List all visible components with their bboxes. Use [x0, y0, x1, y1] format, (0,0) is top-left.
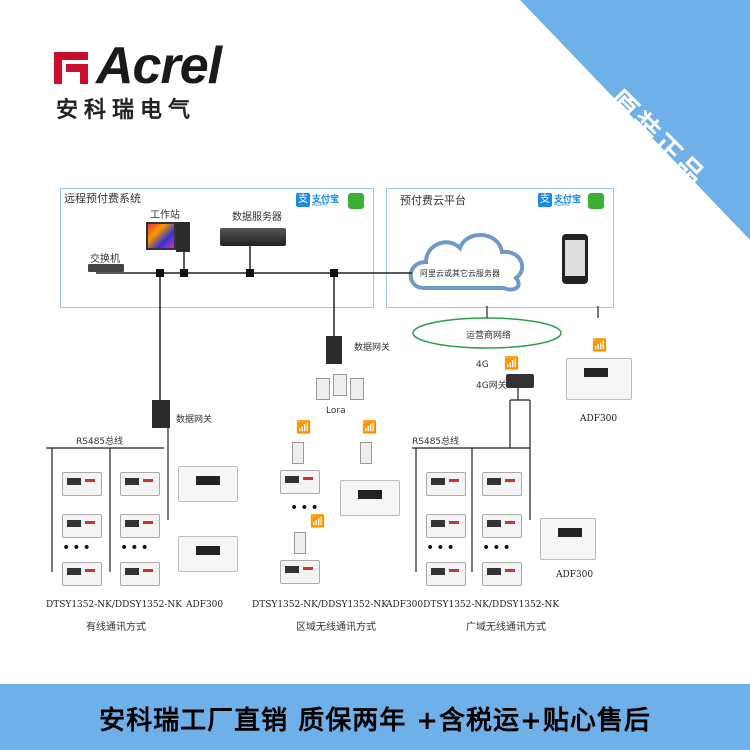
alipay-icon: 支	[538, 193, 552, 207]
data-gateway-label-center: 数据网关	[354, 343, 391, 353]
data-gateway-icon-left	[152, 400, 170, 428]
adf300-label-right: ADF300	[556, 570, 594, 580]
switch-label: 交换机	[90, 254, 120, 265]
lora-sensor-2	[333, 374, 347, 396]
alipay-icon: 支	[296, 193, 310, 207]
adf300-meter-right	[540, 518, 596, 560]
meter-c2	[280, 560, 320, 584]
wifi-icon-c2: 📶	[362, 420, 377, 434]
caption-wired: 有线通讯方式	[86, 622, 146, 633]
acrel-logo-icon	[54, 52, 88, 84]
ellipsis-l2: •••	[120, 540, 151, 556]
switch-icon	[88, 264, 124, 272]
data-gateway-icon-center	[326, 336, 342, 364]
wechat-icon	[348, 193, 364, 209]
phone-screen	[565, 240, 585, 276]
caption-area-wireless: 区域无线通讯方式	[296, 622, 376, 633]
meter-c1	[280, 470, 320, 494]
fourg-label: 4G	[476, 360, 489, 370]
meter-r5	[426, 562, 466, 586]
ellipsis-c1: •••	[290, 500, 321, 516]
sensor-c2	[360, 442, 372, 464]
lora-sensor-3	[350, 378, 364, 400]
wifi-icon-c3: 📶	[310, 514, 325, 528]
meter-r2	[482, 472, 522, 496]
ellipsis-l1: •••	[62, 540, 93, 556]
alipay-sublabel: ALIPAY	[312, 202, 329, 208]
workstation-tower-icon	[176, 222, 190, 252]
meter-r1	[426, 472, 466, 496]
cloud-label: 阿里云或其它云服务器	[420, 269, 500, 278]
remote-prepay-title: 远程预付费系统	[64, 192, 141, 205]
alipay-label: 支付宝	[312, 195, 340, 205]
lora-sensor-1	[316, 378, 330, 400]
cloud-platform-title: 预付费云平台	[400, 194, 466, 207]
lora-label: Lora	[326, 406, 346, 416]
adf300-label-top: ADF300	[580, 414, 618, 424]
smartphone-icon	[562, 234, 588, 284]
meter-r4	[482, 514, 522, 538]
sensor-c1	[292, 442, 304, 464]
alipay-badge-right: 支 支付宝 ALIPAY	[538, 192, 588, 210]
adf300-meter-top	[566, 358, 632, 400]
dtsy-label-center: DTSY1352-NK/DDSY1352-NK	[252, 600, 388, 610]
cloud-icon	[408, 233, 525, 292]
meter-l4	[120, 514, 160, 538]
ellipsis-r1: •••	[426, 540, 457, 556]
dtsy-label-left: DTSY1352-NK/DDSY1352-NK	[46, 600, 182, 610]
ellipsis-r2: •••	[482, 540, 513, 556]
adf300-dtsy-label-right: ADF300DTSY1352-NK/DDSY1352-NK	[386, 600, 560, 610]
workstation-label: 工作站	[150, 210, 180, 221]
caption-wide-wireless: 广域无线通讯方式	[466, 622, 546, 633]
alipay-label: 支付宝	[554, 195, 582, 205]
meter-l1	[62, 472, 102, 496]
fourg-gateway-icon	[506, 374, 534, 388]
meter-l5	[62, 562, 102, 586]
workstation-monitor-icon	[146, 222, 176, 250]
rs485-label-left: RS485总线	[76, 437, 124, 447]
alipay-badge: 支 支付宝 ALIPAY	[296, 192, 346, 210]
meter-l6	[120, 562, 160, 586]
wifi-icon-adf-top: 📶	[592, 338, 607, 352]
brand-name: Acrel	[96, 37, 222, 95]
wechat-icon	[588, 193, 604, 209]
fourg-gateway-label: 4G网关	[476, 381, 507, 391]
rs485-label-right: RS485总线	[412, 437, 460, 447]
data-server-label: 数据服务器	[232, 212, 282, 223]
footer-bar	[0, 684, 750, 750]
brand-name-cn: 安科瑞电气	[56, 98, 197, 123]
wifi-icon-4g: 📶	[504, 356, 519, 370]
meter-r3	[426, 514, 466, 538]
adf300-meter-left-2	[178, 536, 238, 572]
sensor-c3	[294, 532, 306, 554]
wifi-icon-c1: 📶	[296, 420, 311, 434]
adf300-label-left: ADF300	[186, 600, 224, 610]
data-server-icon	[220, 228, 286, 246]
meter-r6	[482, 562, 522, 586]
remote-prepay-panel	[60, 188, 374, 308]
footer-text: 安科瑞工厂直销 质保两年 +含税运+贴心售后	[99, 706, 651, 736]
operator-network-label: 运营商网络	[466, 331, 512, 341]
adf300-meter-left-1	[178, 466, 238, 502]
data-gateway-label-left: 数据网关	[176, 415, 213, 425]
adf300-meter-center	[340, 480, 400, 516]
alipay-sublabel: ALIPAY	[554, 202, 571, 208]
meter-l2	[120, 472, 160, 496]
meter-l3	[62, 514, 102, 538]
